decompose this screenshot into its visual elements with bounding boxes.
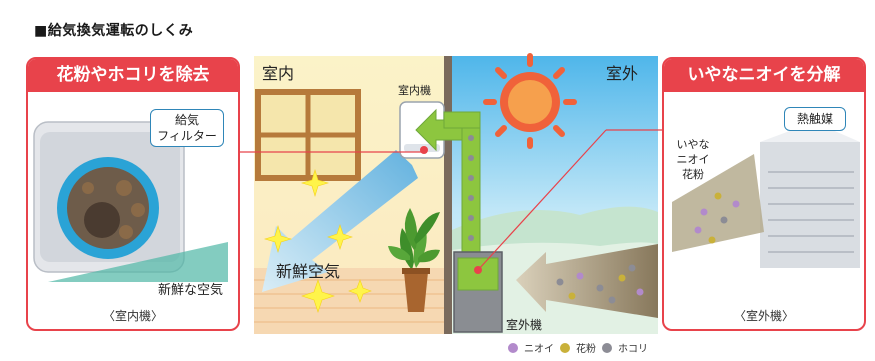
- callout-line-outdoor: [477, 129, 607, 271]
- filter-callout-line2: フィルター: [157, 129, 217, 143]
- legend-odor-label: ニオイ: [524, 344, 554, 355]
- outdoor-catalyst-panel: いやなニオイを分解 熱触媒 いやな ニオイ 花粉 〈室外機〉: [662, 57, 866, 331]
- odor-label-line1: いやな: [676, 138, 710, 151]
- indoor-unit-label: 室内機: [398, 84, 431, 97]
- odor-label-line3: 花粉: [682, 168, 704, 181]
- legend-pollen-label: 花粉: [576, 344, 596, 355]
- legend-dust-label: ホコリ: [618, 344, 648, 355]
- particles: [556, 264, 644, 304]
- outdoor-unit-label: 室外機: [506, 318, 543, 332]
- odor-icon: [508, 342, 518, 353]
- catalyst-callout: 熱触媒: [784, 107, 846, 131]
- wall: [444, 56, 452, 334]
- fresh-air-caption: 新鮮な空気: [158, 283, 224, 298]
- odor-label-line2: ニオイ: [676, 153, 710, 166]
- indoor-unit-caption: 〈室内機〉: [102, 309, 163, 323]
- legend: ニオイ 花粉 ホコリ: [508, 340, 648, 355]
- outdoor-label: 室外: [606, 64, 639, 83]
- indoor-filter-panel: 花粉やホコリを除去 給気 フィルター 新鮮な空気 〈室内機〉: [26, 57, 240, 331]
- outdoor-panel-heading: いやなニオイを分解: [664, 59, 864, 92]
- pollen-icon: [560, 342, 570, 353]
- dust-icon: [602, 342, 612, 353]
- indoor-panel-heading: 花粉やホコリを除去: [28, 59, 238, 92]
- page-title: ■給気換気運転のしくみ: [34, 23, 194, 39]
- indoor-label: 室内: [262, 64, 295, 83]
- outdoor-unit-caption: 〈室外機〉: [733, 309, 794, 323]
- intake-arrow: [516, 244, 658, 318]
- outdoor-unit-illustration: [672, 122, 860, 268]
- odor-pollen-label: いやな ニオイ 花粉: [670, 137, 716, 182]
- outdoor-unit[interactable]: [453, 251, 503, 333]
- filter-callout: 給気 フィルター: [150, 109, 224, 147]
- fresh-air-arrow: [262, 150, 418, 292]
- filter-callout-line1: 給気: [174, 113, 199, 127]
- sun-icon: [483, 53, 577, 149]
- sparkle-icons: [263, 168, 372, 313]
- indoor-unit-illustration: [33, 121, 228, 282]
- plant-icon: [388, 208, 440, 312]
- fresh-air-label: 新鮮空気: [276, 262, 341, 281]
- room-window: [255, 89, 361, 181]
